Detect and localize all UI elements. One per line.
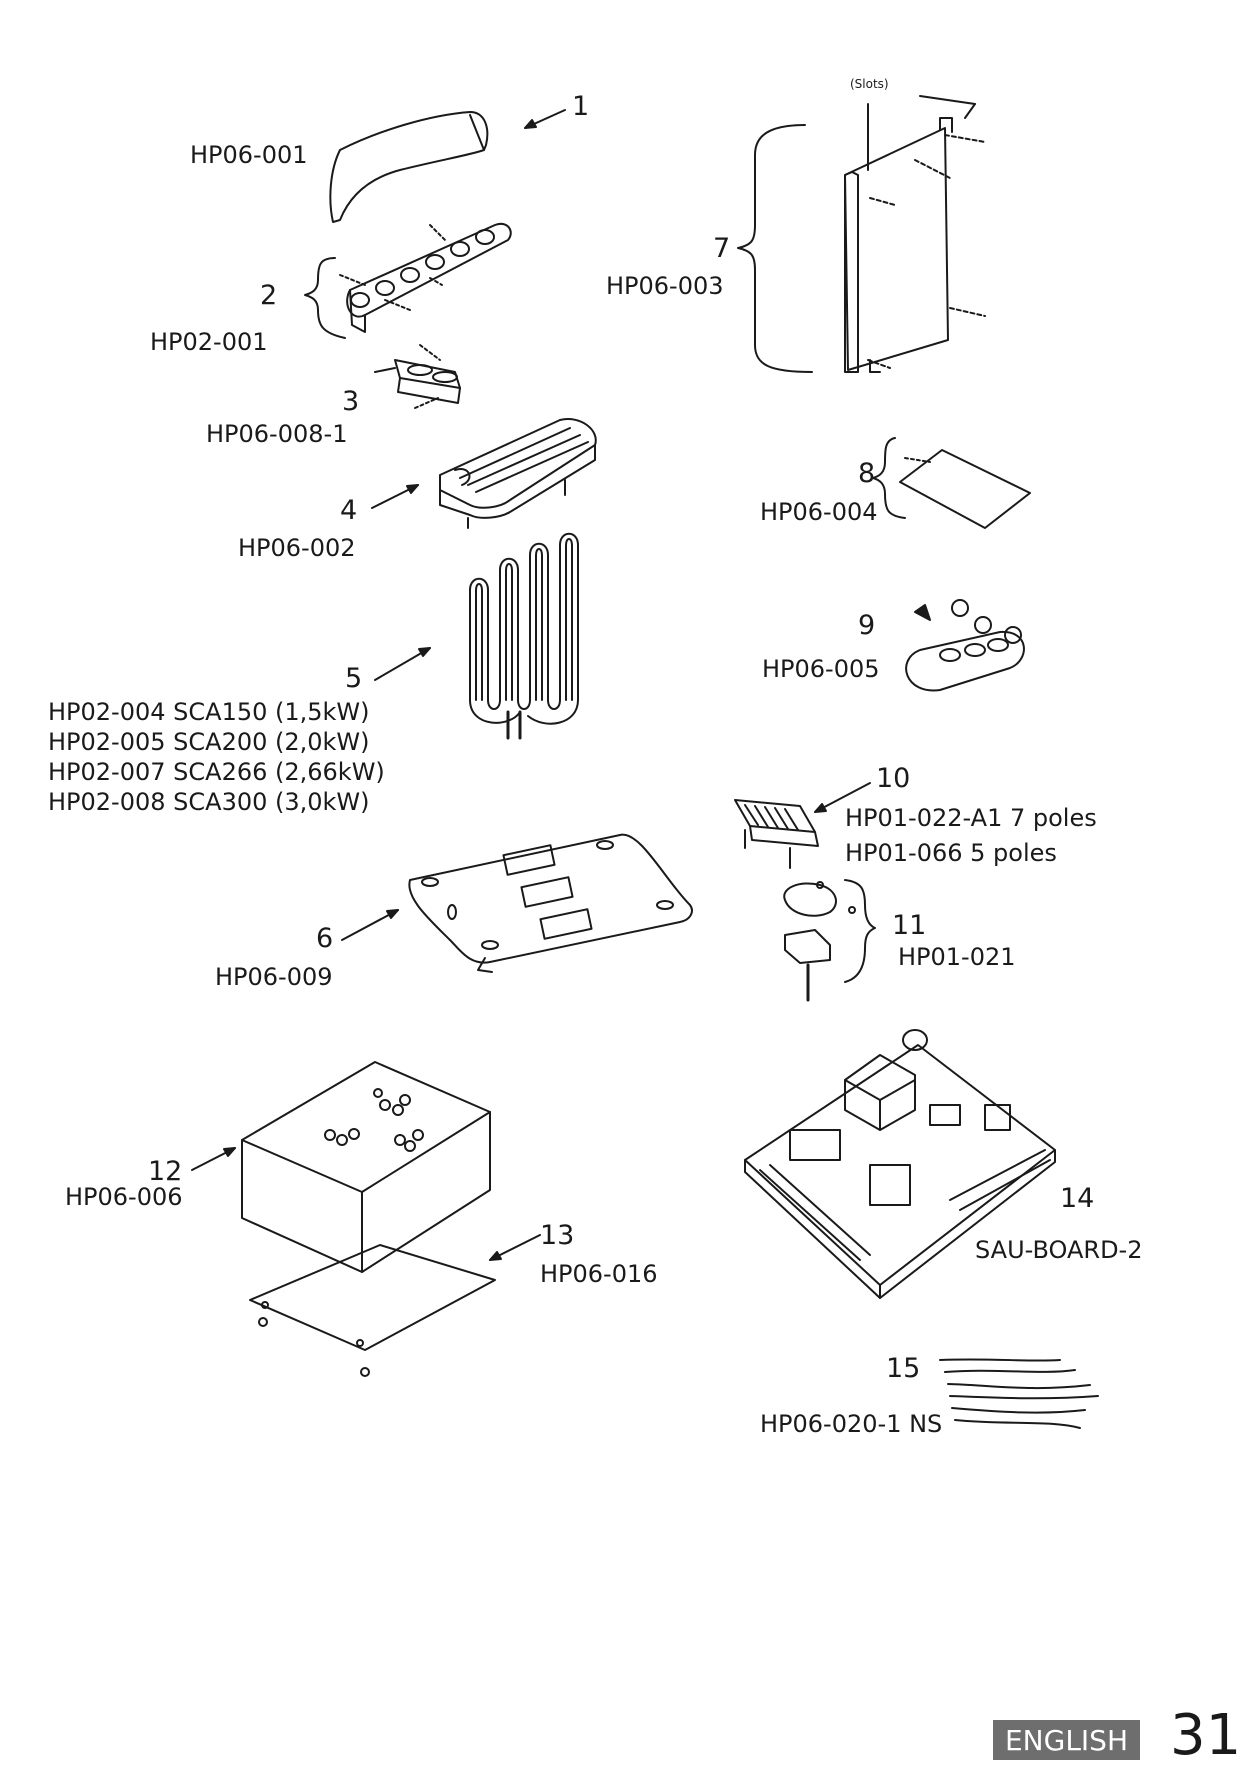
part-12-code: HP06-006 [65,1183,183,1211]
part-13-number: 13 [540,1220,575,1251]
part-15-wires-drawing [939,1358,1099,1429]
part-5-code-4: HP02-008 SCA300 (3,0kW) [48,788,370,816]
part-14-number: 14 [1060,1183,1095,1214]
part-14-code: SAU-BOARD-2 [975,1236,1143,1264]
part-7-number: 7 [713,233,731,264]
part-15-code: HP06-020-1 NS [760,1410,943,1438]
part-10-code-1: HP01-022-A1 7 poles [845,804,1097,832]
part-4-number: 4 [340,495,358,526]
part-13-bottom-plate-drawing [249,1234,541,1377]
part-11-code: HP01-021 [898,943,1016,971]
slots-note: (Slots) [850,77,889,91]
part-3-code: HP06-008-1 [206,420,348,448]
part-1-code: HP06-001 [190,141,308,169]
part-12-control-box-drawing [191,1061,491,1273]
part-3-number: 3 [342,386,360,417]
part-5-heating-element-drawing [374,532,579,740]
page-number: 31 [1170,1703,1242,1768]
part-3-clamp-drawing [374,344,461,409]
part-2-number: 2 [260,280,278,311]
part-1-top-cover-drawing [329,109,566,223]
part-14-circuit-board-drawing [744,1029,1056,1299]
part-4-element-holder-drawing [371,418,597,529]
part-11-cable-clamp-drawing [783,879,876,1002]
part-5-code-2: HP02-005 SCA200 (2,0kW) [48,728,370,756]
part-9-grommet-drawing [905,599,1025,692]
language-badge: ENGLISH [993,1720,1140,1760]
part-12-number: 12 [148,1156,183,1187]
part-6-base-plate-drawing [341,833,693,973]
part-13-code: HP06-016 [540,1260,658,1288]
part-7-code: HP06-003 [606,272,724,300]
part-10-terminal-block-drawing [734,782,871,869]
part-9-number: 9 [858,610,876,641]
part-7-rear-panel-drawing [737,95,986,373]
part-2-bracket-drawing [304,222,512,339]
part-8-plate-drawing [872,437,1031,529]
part-10-number: 10 [876,763,911,794]
part-5-code-3: HP02-007 SCA266 (2,66kW) [48,758,385,786]
part-8-code: HP06-004 [760,498,878,526]
part-9-code: HP06-005 [762,655,880,683]
part-6-number: 6 [316,923,334,954]
part-2-code: HP02-001 [150,328,268,356]
part-8-number: 8 [858,458,876,489]
part-4-code: HP06-002 [238,534,356,562]
part-1-number: 1 [572,91,590,122]
part-5-code-1: HP02-004 SCA150 (1,5kW) [48,698,370,726]
part-5-number: 5 [345,663,363,694]
part-10-code-2: HP01-066 5 poles [845,839,1057,867]
part-11-number: 11 [892,910,927,941]
part-6-code: HP06-009 [215,963,333,991]
part-15-number: 15 [886,1353,921,1384]
